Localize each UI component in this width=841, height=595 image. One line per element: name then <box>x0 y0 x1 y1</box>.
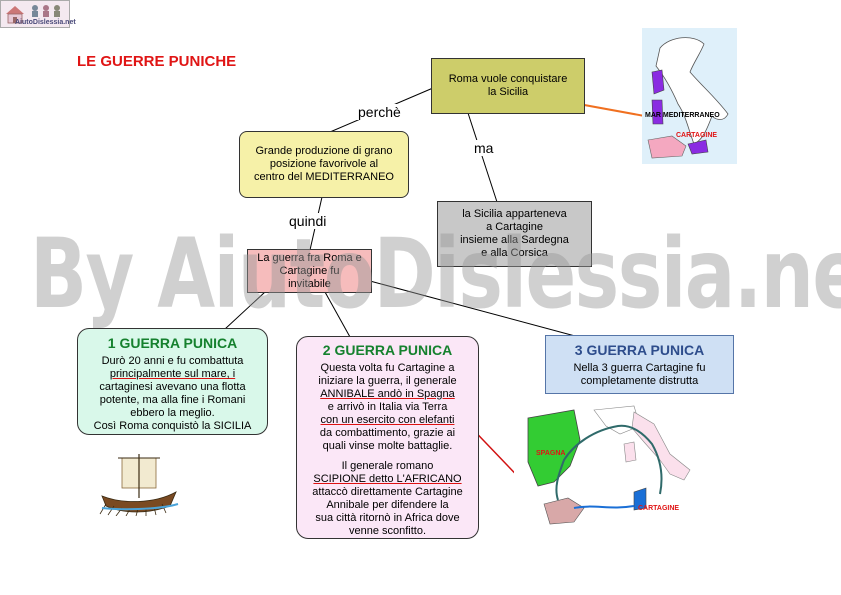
punica-2-line: Annibale per difendere la <box>326 499 449 511</box>
node-sicilia-line1: la Sicilia apparteneva <box>462 208 567 220</box>
italy-map-icon <box>647 37 729 159</box>
punica-3-title: 3 GUERRA PUNICA <box>574 342 705 358</box>
node-sicilia-line2: a Cartagine <box>486 221 543 233</box>
punica-2-line: da combattimento, grazie ai <box>319 427 456 439</box>
node-sicilia-line3: insieme alla Sardegna <box>460 234 569 246</box>
node-punica-1: 1 GUERRA PUNICA Durò 20 anni e fu combat… <box>77 328 268 435</box>
ship-icon <box>99 454 179 516</box>
logo: AiutoDislessia.net <box>0 0 76 28</box>
node-grano-line1: Grande produzione di grano <box>255 145 393 157</box>
map-italy: MAR MEDITERRANEO CARTAGINE <box>642 28 737 164</box>
node-grano: Grande produzione di grano posizione fav… <box>239 131 409 198</box>
punica-1-title: 1 GUERRA PUNICA <box>107 335 238 351</box>
punica-2-line: ANNIBALE andò in Spagna <box>320 388 455 400</box>
people-icon <box>32 5 60 17</box>
node-grano-line3: centro del MEDITERRANEO <box>254 171 394 183</box>
punica-2-line: quali vinse molte battaglie. <box>322 440 453 452</box>
punica-2-line: SCIPIONE detto L'AFRICANO <box>313 473 462 485</box>
logo-text: AiutoDislessia.net <box>15 19 76 26</box>
node-punica-2: 2 GUERRA PUNICA Questa volta fu Cartagin… <box>296 336 479 539</box>
punica-2-line: venne sconfitto. <box>348 525 427 537</box>
punica-1-line: Così Roma conquistò la SICILIA <box>93 420 252 432</box>
map-bottom-city-label: CARTAGINE <box>638 505 680 512</box>
punica-2-line: Questa volta fu Cartagine a <box>320 362 455 374</box>
punica-2-line: e arrivò in Italia via Terra <box>327 401 448 413</box>
node-grano-line2: posizione favorivole al <box>269 158 379 170</box>
punica-1-line: cartaginesi avevano una flotta <box>99 381 246 393</box>
map-bottom-spain-label: SPAGNA <box>536 450 566 457</box>
edge-guerra-p1 <box>224 291 266 330</box>
node-guerra-line3: invitabile <box>288 277 331 290</box>
node-guerra-line2: Cartagine fu <box>279 264 340 277</box>
node-roma-line2: la Sicilia <box>487 86 529 98</box>
node-sicilia: la Sicilia apparteneva a Cartagine insie… <box>437 201 592 267</box>
punica-2-line: Il generale romano <box>341 460 434 472</box>
punica-3-line: completamente distrutta <box>580 375 699 387</box>
punica-1-line: ebbero la meglio. <box>130 407 215 419</box>
node-guerra-line1: La guerra fra Roma e <box>257 251 362 264</box>
punica-3-line: Nella 3 guerra Cartagine fu <box>573 362 706 374</box>
edge-label-quindi: quindi <box>287 213 329 229</box>
node-guerra: La guerra fra Roma e Cartagine fu invita… <box>247 249 372 293</box>
punica-2-line: attaccò direttamente Cartagine <box>312 486 463 498</box>
map-top-sea-label: MAR MEDITERRANEO <box>645 112 720 119</box>
edge-guerra-p3 <box>369 280 576 337</box>
house-icon <box>6 6 24 24</box>
map-top-city-label: CARTAGINE <box>676 132 718 139</box>
edge-root-sicilia <box>467 112 498 203</box>
punica-1-line: principalmente sul mare, i <box>109 368 236 380</box>
punica-2-line: sua città ritornò in Africa dove <box>315 512 460 524</box>
node-roma: Roma vuole conquistare la Sicilia <box>431 58 585 114</box>
edge-guerra-p2 <box>324 291 351 338</box>
punica-2-line: iniziare la guerra, il generale <box>318 375 457 387</box>
node-sicilia-line4: e alla Corsica <box>481 247 548 259</box>
node-punica-3: 3 GUERRA PUNICA Nella 3 guerra Cartagine… <box>545 335 734 394</box>
edge-label-ma: ma <box>472 140 496 156</box>
node-roma-line1: Roma vuole conquistare <box>448 73 568 85</box>
edge-label-perche: perchè <box>356 104 403 120</box>
route-map-icon <box>527 405 691 525</box>
punica-2-line: con un esercito con elefanti <box>320 414 455 426</box>
page-title: LE GUERRE PUNICHE <box>77 53 237 70</box>
map-route: SPAGNA CARTAGINE <box>514 404 716 532</box>
punica-2-title: 2 GUERRA PUNICA <box>322 342 453 358</box>
punica-1-line: Durò 20 anni e fu combattuta <box>101 355 244 367</box>
punica-1-line: potente, ma alla fine i Romani <box>99 394 246 406</box>
